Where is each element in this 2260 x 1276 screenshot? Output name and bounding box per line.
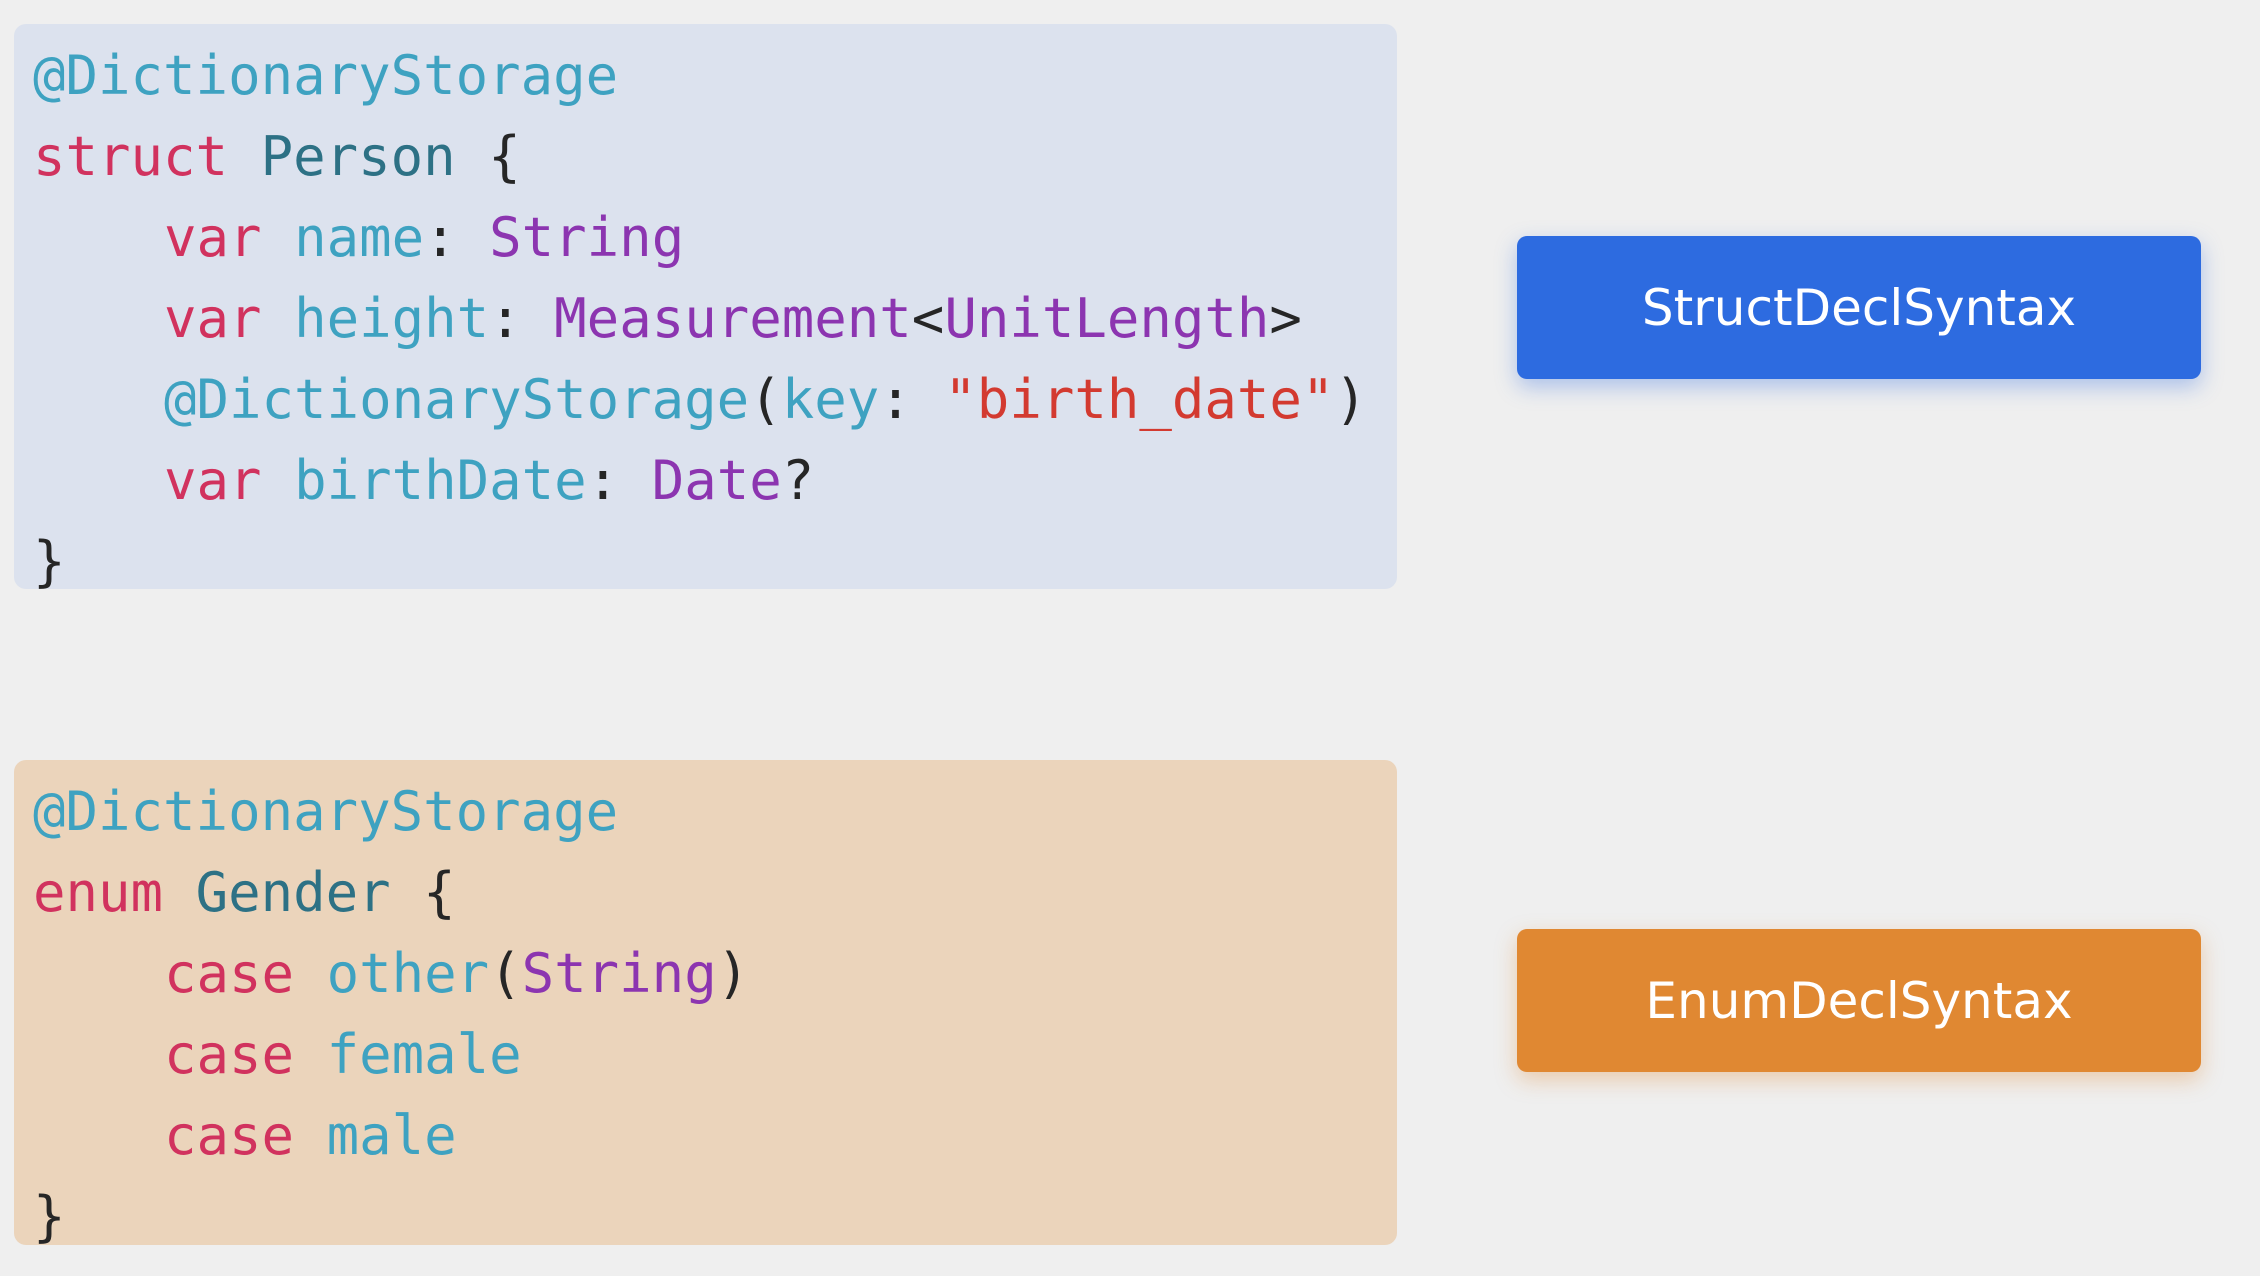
close-paren-token: ) [1334,368,1367,431]
keyword-token: case [164,1104,295,1167]
identifier-token: height [294,287,490,350]
keyword-token: case [164,1023,295,1086]
code-line-case-female: case female [33,1014,1397,1095]
attribute-token: @DictionaryStorage [164,368,750,431]
close-brace-token: } [33,530,66,593]
struct-code-block: @DictionaryStorage struct Person { var n… [14,24,1397,593]
colon-token: : [424,206,457,269]
open-brace-token: { [488,125,521,188]
code-line-var-birthdate: var birthDate: Date? [33,440,1397,521]
identifier-token: male [326,1104,457,1167]
colon-token: : [879,368,912,431]
keyword-token: var [164,287,262,350]
open-brace-token: { [423,861,456,924]
code-line-enum-close: } [33,1176,1397,1257]
attribute-token: @DictionaryStorage [33,44,619,107]
enum-code-block: @DictionaryStorage enum Gender { case ot… [14,760,1397,1248]
keyword-token: enum [33,861,164,924]
code-line-enum-declaration: enum Gender { [33,852,1397,933]
argument-label-token: key [781,368,880,431]
type-token: String [521,942,717,1005]
code-line-struct-close: } [33,521,1397,602]
close-brace-token: } [33,1185,66,1248]
struct-decl-syntax-label: StructDeclSyntax [1517,236,2201,379]
code-line-var-name: var name: String [33,197,1397,278]
keyword-token: var [164,449,262,512]
identifier-token: other [326,942,490,1005]
open-paren-token: ( [489,942,522,1005]
type-token: Measurement [554,287,912,350]
open-paren-token: ( [749,368,782,431]
generic-type-token: UnitLength [944,287,1270,350]
generic-open-token: < [911,287,945,350]
type-token: Date [651,449,782,512]
type-token: String [489,206,685,269]
code-line-birth-attribute: @DictionaryStorage(key: "birth_date") [33,359,1397,440]
code-line-case-male: case male [33,1095,1397,1176]
identifier-token: female [326,1023,522,1086]
code-line-case-other: case other(String) [33,933,1397,1014]
colon-token: : [586,449,620,512]
string-literal-token: "birth_date" [944,368,1335,431]
code-line-var-height: var height: Measurement<UnitLength> [33,278,1397,359]
identifier-token: birthDate [294,449,587,512]
keyword-token: case [164,942,295,1005]
type-name-token: Person [260,125,456,188]
code-line-struct-declaration: struct Person { [33,116,1397,197]
code-line-struct-attribute: @DictionaryStorage [33,35,1397,116]
code-line-enum-attribute: @DictionaryStorage [33,771,1397,852]
type-name-token: Gender [195,861,391,924]
enum-decl-syntax-label: EnumDeclSyntax [1517,929,2201,1072]
optional-token: ? [781,449,815,512]
identifier-token: name [294,206,425,269]
keyword-token: var [164,206,262,269]
keyword-token: struct [33,125,229,188]
attribute-token: @DictionaryStorage [33,780,619,843]
close-paren-token: ) [716,942,750,1005]
colon-token: : [489,287,522,350]
generic-close-token: > [1269,287,1302,350]
